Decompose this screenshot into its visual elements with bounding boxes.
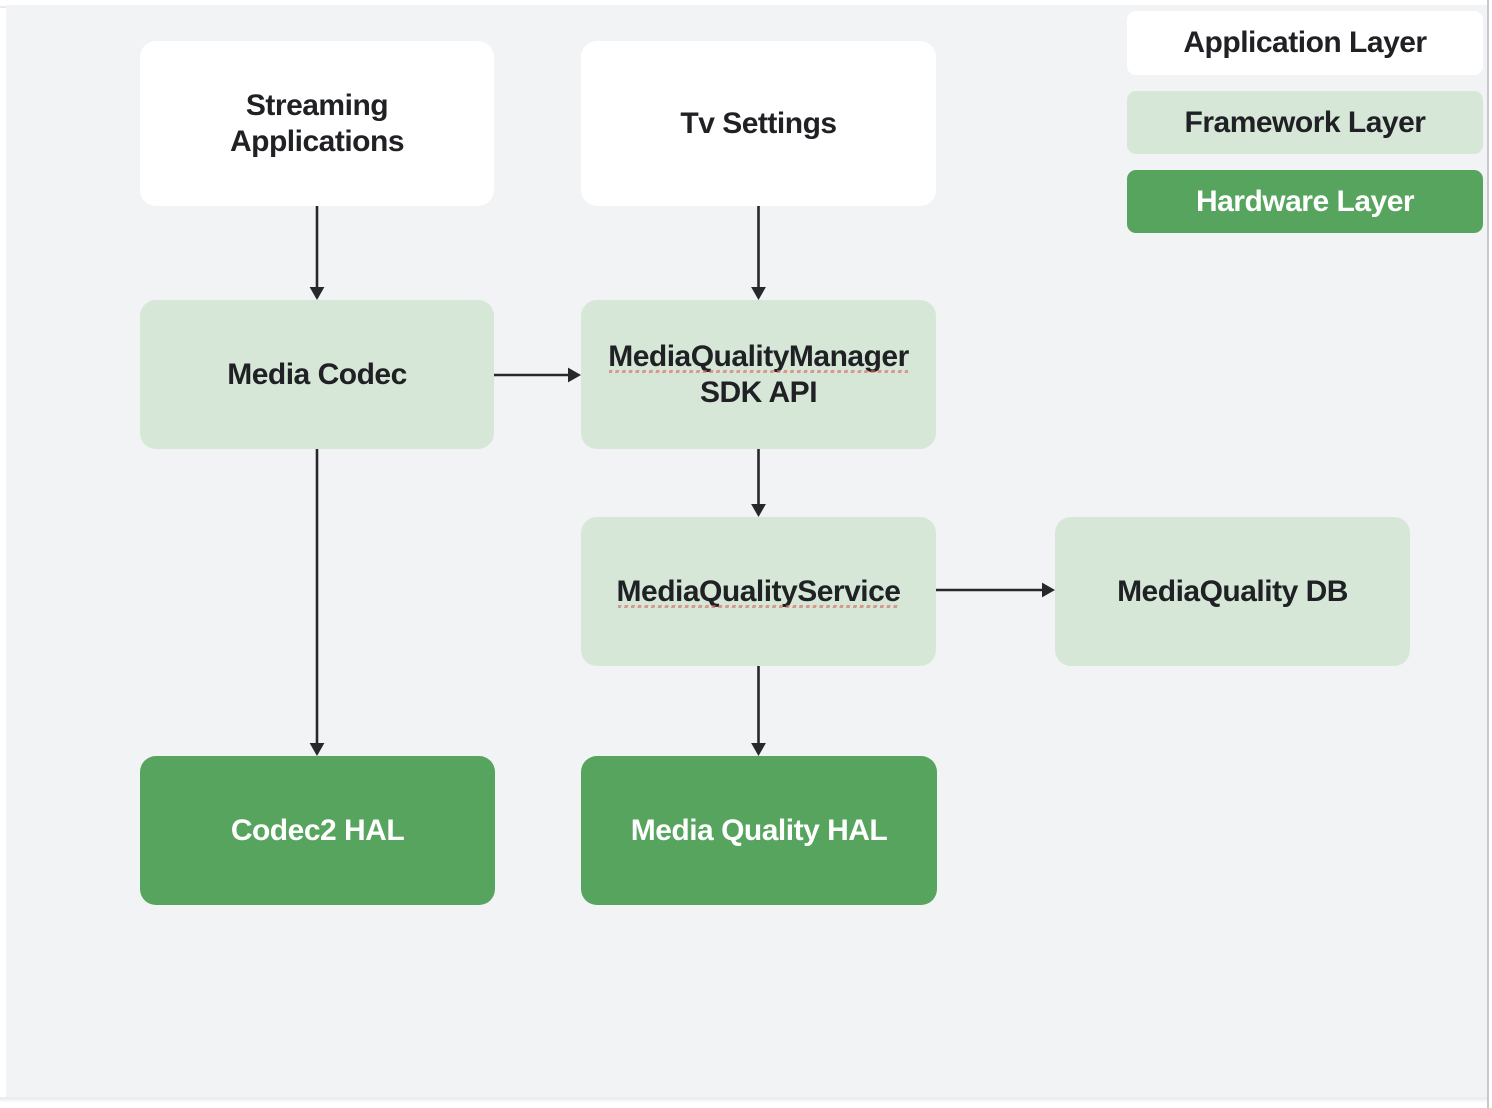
node-label: Streaming — [245, 88, 389, 122]
node-label-spellcheck-underlined: MediaQualityManager — [608, 339, 909, 373]
diagram-canvas: Streaming Applications Tv Settings Media… — [6, 5, 1487, 1097]
arrow-media-codec-to-codec2-hal — [309, 449, 325, 756]
node-media-quality-service: MediaQualityService — [581, 517, 936, 666]
node-media-quality-db: MediaQuality DB — [1055, 517, 1410, 666]
arrow-mqs-to-db — [936, 582, 1055, 598]
node-label-spellcheck-underlined: MediaQualityService — [616, 574, 901, 608]
arrow-streaming-to-media-codec — [309, 206, 325, 300]
arrow-mqm-to-mqs — [751, 449, 766, 517]
arrow-media-codec-to-mqm — [494, 367, 581, 383]
node-media-quality-manager-sdk-api: MediaQualityManager SDK API — [581, 300, 936, 449]
node-label: Applications — [229, 124, 405, 158]
node-label: Media Codec — [227, 357, 407, 391]
node-label: MediaQuality DB — [1117, 574, 1348, 608]
node-media-quality-hal: Media Quality HAL — [581, 756, 937, 905]
legend-hardware-layer: Hardware Layer — [1127, 170, 1483, 233]
legend-application-layer: Application Layer — [1127, 11, 1483, 75]
bottom-edge-shadow — [0, 1097, 1487, 1103]
node-media-codec: Media Codec — [140, 300, 494, 449]
node-label: SDK API — [699, 375, 818, 409]
arrow-mqs-to-media-quality-hal — [751, 666, 766, 756]
top-left-edge-fragment — [0, 6, 6, 8]
right-edge-divider — [1487, 0, 1489, 1108]
arrow-tv-settings-to-mqm — [751, 206, 766, 300]
legend-framework-layer: Framework Layer — [1127, 91, 1483, 154]
node-streaming-applications: Streaming Applications — [140, 41, 494, 206]
node-label: Codec2 HAL — [230, 813, 405, 847]
legend-label: Application Layer — [1183, 26, 1427, 59]
node-codec2-hal: Codec2 HAL — [140, 756, 495, 905]
node-label: Tv Settings — [680, 106, 837, 140]
node-label: Media Quality HAL — [630, 813, 888, 847]
legend-label: Hardware Layer — [1195, 184, 1415, 218]
legend-label: Framework Layer — [1184, 105, 1426, 139]
node-tv-settings: Tv Settings — [581, 41, 936, 206]
